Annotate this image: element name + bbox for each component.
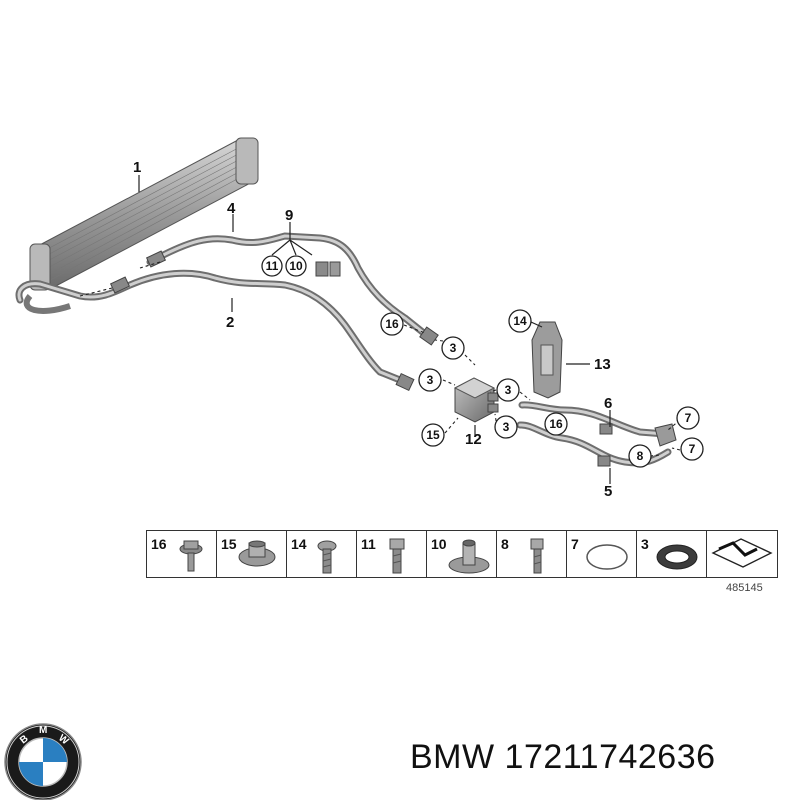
mounting-bracket xyxy=(531,321,563,399)
exploded-parts-diagram: 1 4 9 2 13 6 12 5 11 10 16 xyxy=(15,137,704,500)
legend-cell-14: 14 xyxy=(287,531,357,577)
circled-callout-10: 10 xyxy=(285,255,307,277)
bmw-logo-icon: B M W xyxy=(4,723,82,800)
circled-callout-16-lower: 16 xyxy=(544,412,568,436)
callout-4: 4 xyxy=(227,200,236,217)
oil-line-6 xyxy=(518,401,669,438)
circled-callout-3-b: 3 xyxy=(418,368,442,392)
svg-text:14: 14 xyxy=(513,314,527,328)
svg-text:7: 7 xyxy=(689,442,696,456)
svg-text:8: 8 xyxy=(637,449,644,463)
legend-cell-symbol xyxy=(707,531,777,577)
legend-cell-3: 3 xyxy=(637,531,707,577)
circled-callout-8: 8 xyxy=(628,444,652,468)
legend-cell-15: 15 xyxy=(217,531,287,577)
svg-text:11: 11 xyxy=(266,259,279,273)
legend-number: 14 xyxy=(291,536,307,552)
sealing-ring-icon xyxy=(656,544,698,570)
callout-1: 1 xyxy=(133,159,141,176)
oil-thermostat-block xyxy=(453,377,499,423)
spacer-sleeve-icon xyxy=(448,539,490,574)
legend-number: 7 xyxy=(571,536,579,552)
diagram-reference-number: 485145 xyxy=(726,582,763,594)
o-ring-icon xyxy=(586,544,628,570)
circled-callout-11: 11 xyxy=(261,255,283,277)
oil-line-upper xyxy=(145,232,439,346)
legend-number: 8 xyxy=(501,536,509,552)
oil-line-lower xyxy=(15,269,415,392)
hose-clips xyxy=(315,261,341,277)
svg-text:3: 3 xyxy=(503,420,510,434)
circled-callout-3-a: 3 xyxy=(441,336,465,360)
circled-callout-15: 15 xyxy=(421,423,445,447)
legend-cell-11: 11 xyxy=(357,531,427,577)
circled-callout-7-lower: 7 xyxy=(680,437,704,461)
legend-cell-7: 7 xyxy=(567,531,637,577)
brand-part-number-caption: BMW 17211742636 xyxy=(410,738,716,777)
legend-cell-16: 16 xyxy=(147,531,217,577)
circled-callout-14: 14 xyxy=(508,309,532,333)
part-number: 17211742636 xyxy=(504,738,716,776)
svg-text:16: 16 xyxy=(549,417,563,431)
legend-number: 3 xyxy=(641,536,649,552)
svg-text:3: 3 xyxy=(427,373,434,387)
legend-number: 15 xyxy=(221,536,237,552)
callout-6: 6 xyxy=(604,395,612,412)
oil-cooler xyxy=(29,137,259,291)
callout-9: 9 xyxy=(285,207,293,224)
flange-nut-icon xyxy=(238,540,276,567)
brand-name: BMW xyxy=(410,738,495,776)
screw-icon xyxy=(389,538,405,574)
svg-text:3: 3 xyxy=(505,383,512,397)
legend-cell-10: 10 xyxy=(427,531,497,577)
circled-callout-3-c: 3 xyxy=(496,378,520,402)
svg-text:16: 16 xyxy=(385,317,399,331)
svg-text:7: 7 xyxy=(685,411,692,425)
callout-numbers: 1 4 9 2 13 6 12 5 xyxy=(133,159,612,500)
circled-callout-7-upper: 7 xyxy=(676,406,700,430)
hex-bolt-icon xyxy=(317,540,337,574)
callout-2: 2 xyxy=(226,314,234,331)
circled-callout-16-upper: 16 xyxy=(380,312,404,336)
callout-13: 13 xyxy=(594,356,611,373)
legend-cell-8: 8 xyxy=(497,531,567,577)
callout-5: 5 xyxy=(604,483,612,500)
legend-number: 11 xyxy=(361,536,376,552)
circled-callout-3-d: 3 xyxy=(494,415,518,439)
flange-bolt-icon xyxy=(179,540,203,572)
svg-text:M: M xyxy=(39,725,47,736)
callout-12: 12 xyxy=(465,431,482,448)
svg-text:3: 3 xyxy=(450,341,457,355)
exploded-view-symbol-icon xyxy=(711,538,773,568)
legend-number: 10 xyxy=(431,536,447,552)
bolt-icon xyxy=(530,538,544,574)
svg-text:10: 10 xyxy=(289,259,303,273)
circled-callouts: 11 10 16 3 3 3 xyxy=(261,255,704,468)
svg-text:15: 15 xyxy=(426,428,440,442)
hardware-legend-strip: 16 15 14 11 xyxy=(146,530,778,578)
legend-number: 16 xyxy=(151,536,167,552)
